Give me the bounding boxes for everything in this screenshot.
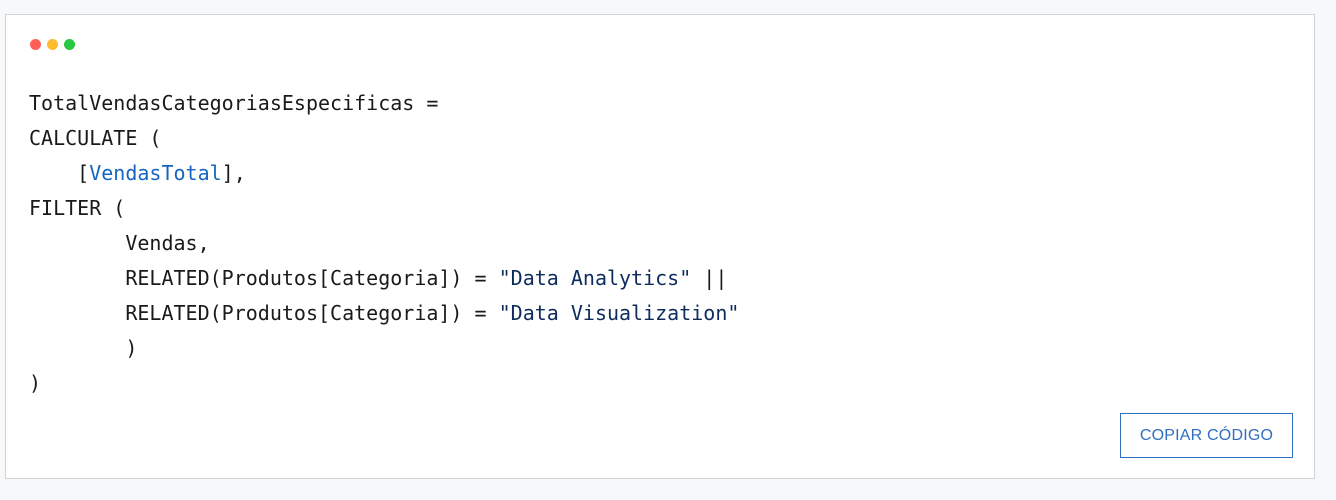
code-line: RELATED(Produtos[Categoria]) = "Data Vis…: [29, 296, 739, 331]
code-line: [VendasTotal],: [29, 156, 739, 191]
code-block: TotalVendasCategoriasEspecificas = CALCUL…: [29, 86, 739, 401]
code-line: ): [29, 331, 739, 366]
code-text: TotalVendasCategoriasEspecificas =: [29, 91, 439, 115]
code-line: CALCULATE (: [29, 121, 739, 156]
code-line: FILTER (: [29, 191, 739, 226]
measure-reference: VendasTotal: [89, 161, 222, 185]
code-line: TotalVendasCategoriasEspecificas =: [29, 86, 739, 121]
code-line: ): [29, 366, 739, 401]
code-text: RELATED(Produtos[Categoria]) =: [29, 301, 499, 325]
code-text: ],: [221, 161, 246, 185]
code-text: Vendas,: [29, 231, 210, 255]
code-text: [: [29, 161, 90, 185]
string-literal: "Data Analytics": [498, 266, 692, 290]
code-text: ): [29, 371, 42, 395]
maximize-dot-icon: [64, 39, 75, 50]
copy-code-button[interactable]: COPIAR CÓDIGO: [1120, 413, 1293, 458]
code-text: ||: [691, 266, 728, 290]
code-text: ): [29, 336, 138, 360]
code-card: TotalVendasCategoriasEspecificas = CALCUL…: [5, 14, 1315, 479]
code-text: CALCULATE (: [29, 126, 162, 150]
code-text: RELATED(Produtos[Categoria]) =: [29, 266, 499, 290]
string-literal: "Data Visualization": [498, 301, 740, 325]
code-line: Vendas,: [29, 226, 739, 261]
code-text: FILTER (: [29, 196, 126, 220]
minimize-dot-icon: [47, 39, 58, 50]
window-controls: [30, 39, 75, 50]
code-line: RELATED(Produtos[Categoria]) = "Data Ana…: [29, 261, 739, 296]
close-dot-icon: [30, 39, 41, 50]
